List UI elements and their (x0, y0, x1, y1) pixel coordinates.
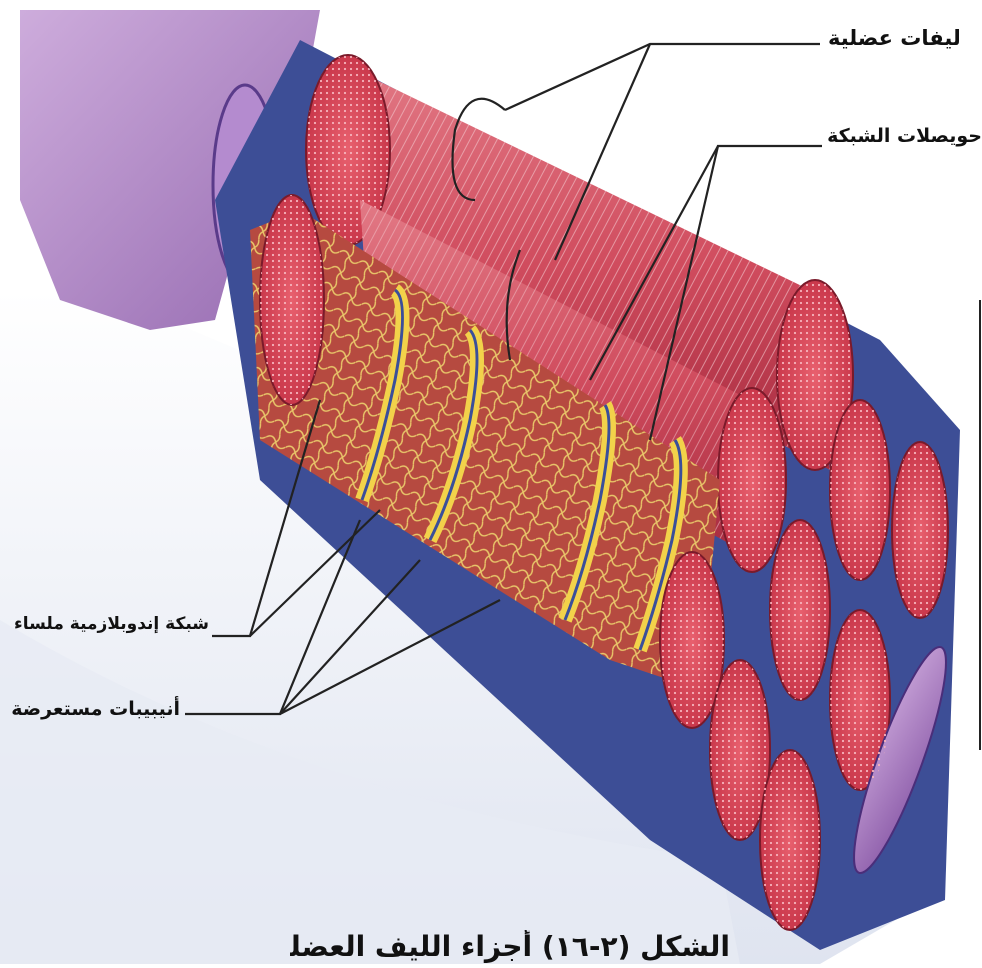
cross-fibril-dots (830, 610, 890, 790)
label-smooth-er: شبكة إندوبلازمية ملساء (4, 614, 209, 634)
cross-fibril-dots (770, 520, 830, 700)
cross-fibril-dots (760, 750, 820, 930)
label-myofibrils: ليفات عضلية (828, 26, 961, 50)
label-sr-vesicles: حويصلات الشبكة الإندوبلازمية (828, 118, 982, 154)
label-t-tubules: أنيبيبات مستعرضة (20, 698, 180, 720)
leader-myofibrils-1 (505, 44, 820, 110)
figure-caption: الشكل (٢-١٦) أجزاء الليف العضلي (290, 930, 730, 964)
myofibril-middle-end-dots (718, 388, 786, 572)
cross-fibril-dots (892, 442, 948, 618)
myofibril-front-cross-section-dots (260, 195, 324, 405)
cross-fibril-dots (660, 552, 724, 728)
cross-fibril-dots (710, 660, 770, 840)
cross-fibril-dots (830, 400, 890, 580)
